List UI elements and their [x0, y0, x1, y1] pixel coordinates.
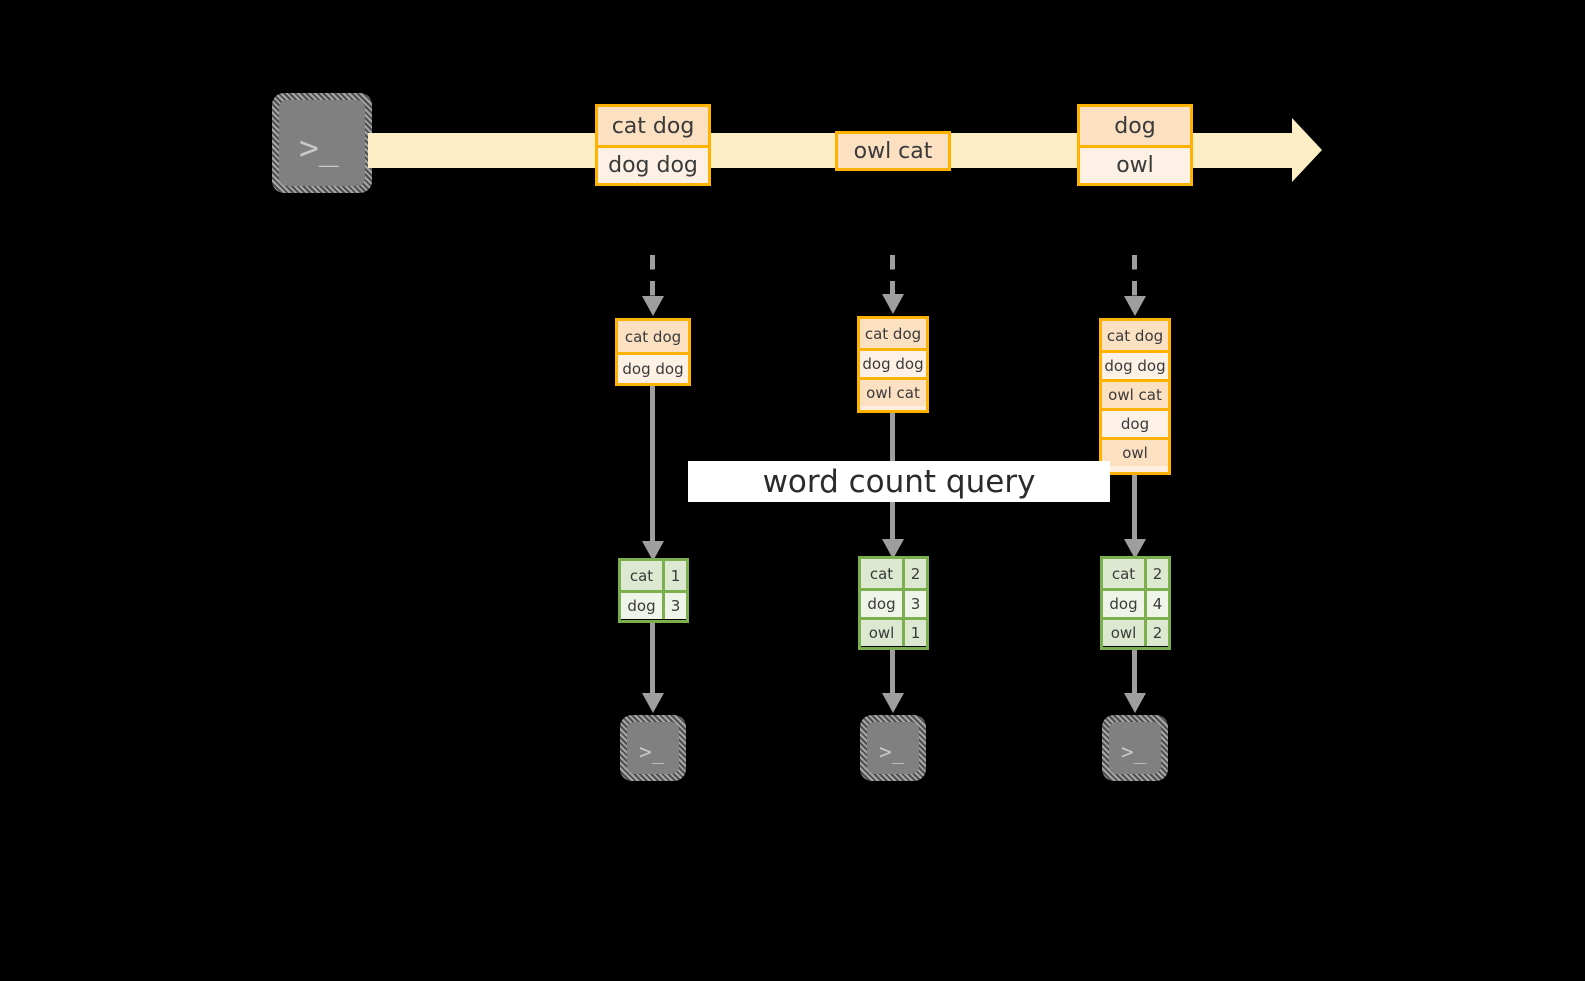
column-3-result-row-3-count: 2: [1147, 620, 1168, 646]
column-3-result-row-1: cat 2: [1103, 559, 1168, 588]
column-3-result-row-3: owl 2: [1103, 617, 1168, 646]
column-3-query-arrow-line: [1132, 475, 1137, 544]
column-2-result-row-3-word: owl: [861, 620, 905, 646]
stream-batch-3: dog owl: [1077, 104, 1193, 186]
terminal-body: [867, 722, 919, 774]
stream-batch-1-row-1: cat dog: [598, 107, 708, 145]
column-2-result-row-2: dog 3: [861, 588, 926, 617]
column-3-result-row-1-count: 2: [1147, 559, 1168, 588]
terminal-body: [627, 722, 679, 774]
column-3-state-row-3: owl cat: [1102, 379, 1168, 408]
column-3-result-row-2-word: dog: [1103, 591, 1147, 617]
column-1-state-row-2: dog dog: [618, 352, 688, 383]
column-1-result-row-2-word: dog: [621, 593, 665, 619]
stream-batch-2: owl cat: [835, 131, 951, 171]
column-3-state-row-4: dog: [1102, 408, 1168, 437]
column-3-ingest-arrow-head: [1124, 296, 1146, 316]
terminal-prompt-glyph: >_: [639, 740, 665, 764]
column-2-result-row-1: cat 2: [861, 559, 926, 588]
query-label-text: word count query: [762, 463, 1036, 500]
stream-batch-1: cat dog dog dog: [595, 104, 711, 186]
column-3-sink-arrow-head: [1124, 693, 1146, 713]
column-2-result-row-3-count: 1: [905, 620, 926, 646]
column-1-sink-terminal-icon: >_: [620, 715, 686, 781]
column-2-result-row-1-count: 2: [905, 559, 926, 588]
column-3-result-row-1-word: cat: [1103, 559, 1147, 588]
terminal-prompt-glyph: >_: [299, 128, 339, 167]
column-3-state-row-1: cat dog: [1102, 321, 1168, 350]
column-1-ingest-arrow-head: [642, 296, 664, 316]
column-3-sink-arrow-line: [1132, 650, 1137, 698]
column-1-state-row-1: cat dog: [618, 321, 688, 352]
stream-arrow-head: [1292, 118, 1322, 182]
source-terminal-icon: >_: [272, 93, 372, 193]
column-3-state-row-2: dog dog: [1102, 350, 1168, 379]
column-1-result-table: cat 1 dog 3: [618, 558, 689, 623]
column-2-sink-arrow-line: [890, 650, 895, 698]
column-1-query-arrow-head: [642, 541, 664, 561]
column-2-result-table: cat 2 dog 3 owl 1: [858, 556, 929, 650]
column-3-result-table: cat 2 dog 4 owl 2: [1100, 556, 1171, 650]
column-2-state-row-1: cat dog: [860, 319, 926, 348]
column-2-sink-terminal-icon: >_: [860, 715, 926, 781]
stream-batch-2-row-1: owl cat: [838, 134, 948, 168]
column-2-ingest-arrow-line: [890, 255, 895, 300]
column-1-ingest-arrow-line: [650, 255, 655, 300]
column-2-query-arrow-head: [882, 539, 904, 559]
stream-batch-1-row-2: dog dog: [598, 145, 708, 183]
terminal-prompt-glyph: >_: [879, 740, 905, 764]
column-3-state-box: cat dog dog dog owl cat dog owl: [1099, 318, 1171, 475]
column-2-result-row-3: owl 1: [861, 617, 926, 646]
column-3-sink-terminal-icon: >_: [1102, 715, 1168, 781]
column-2-result-row-2-count: 3: [905, 591, 926, 617]
query-label-band: word count query: [688, 461, 1110, 502]
column-1-result-row-2: dog 3: [621, 590, 686, 619]
column-2-state-row-2: dog dog: [860, 348, 926, 377]
column-1-result-row-2-count: 3: [665, 593, 686, 619]
column-3-state-row-5: owl: [1102, 437, 1168, 466]
column-2-result-row-1-word: cat: [861, 559, 905, 588]
column-1-sink-arrow-line: [650, 623, 655, 698]
column-2-sink-arrow-head: [882, 693, 904, 713]
column-3-query-arrow-head: [1124, 539, 1146, 559]
column-1-result-row-1-word: cat: [621, 561, 665, 590]
column-3-ingest-arrow-line: [1132, 255, 1137, 300]
terminal-body: [279, 100, 365, 186]
column-3-result-row-2-count: 4: [1147, 591, 1168, 617]
column-1-result-row-1-count: 1: [665, 561, 686, 590]
column-2-state-box: cat dog dog dog owl cat: [857, 316, 929, 413]
terminal-body: [1109, 722, 1161, 774]
column-1-query-arrow-line: [650, 386, 655, 546]
column-1-state-box: cat dog dog dog: [615, 318, 691, 386]
column-3-result-row-2: dog 4: [1103, 588, 1168, 617]
column-1-sink-arrow-head: [642, 693, 664, 713]
column-1-result-row-1: cat 1: [621, 561, 686, 590]
column-2-ingest-arrow-head: [882, 294, 904, 314]
column-3-result-row-3-word: owl: [1103, 620, 1147, 646]
column-2-state-row-3: owl cat: [860, 377, 926, 406]
stream-batch-3-row-1: dog: [1080, 107, 1190, 145]
terminal-prompt-glyph: >_: [1121, 740, 1147, 764]
column-2-result-row-2-word: dog: [861, 591, 905, 617]
stream-batch-3-row-2: owl: [1080, 145, 1190, 183]
